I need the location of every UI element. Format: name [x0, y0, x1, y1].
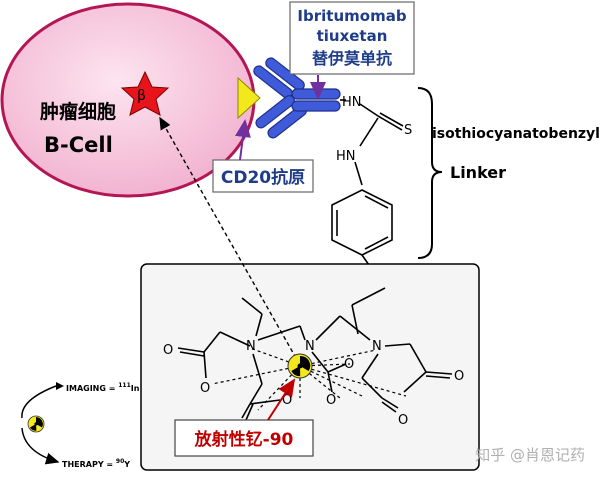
atom-o4: O	[282, 393, 292, 408]
atom-o1: O	[163, 343, 173, 358]
linker-group-label: isothiocyanatobenzyl	[432, 126, 600, 142]
therapy-label: THERAPY = 90Y	[62, 458, 130, 469]
imaging-label: IMAGING = 111In	[66, 382, 140, 393]
antibody-shape	[253, 57, 341, 139]
watermark: 知乎 @肖恩记药	[475, 446, 585, 464]
cd20-antigen-shape	[237, 76, 261, 120]
isotope-label-box: 放射性钇-90	[174, 419, 314, 457]
linker-brace	[417, 87, 443, 259]
linker-structure	[331, 99, 404, 289]
s-label: S	[404, 123, 412, 138]
isotope-label: 放射性钇-90	[194, 429, 294, 450]
beta-star-icon: β	[120, 70, 170, 116]
chelator-structure	[177, 287, 453, 421]
radioactive-metal-icon	[287, 353, 313, 379]
cd20-label-box: CD20抗原	[212, 159, 314, 193]
atom-o6: O	[326, 393, 336, 408]
antibody-name-line1: Ibritumomab	[297, 7, 406, 25]
cell-label-cn: 肿瘤细胞	[40, 100, 116, 123]
isotope-legend: IMAGING = 111In THERAPY = 90Y	[21, 382, 140, 469]
antibody-name-line2: tiuxetan	[317, 27, 388, 45]
atom-n3: N	[372, 339, 382, 354]
atom-o5: O	[344, 357, 354, 372]
atom-n4: N	[250, 357, 251, 359]
atom-o8: O	[398, 413, 408, 428]
antibody-label-box: Ibritumomab tiuxetan 替伊莫单抗	[289, 1, 415, 75]
atom-o7: O	[454, 369, 464, 384]
emission-arrow	[159, 116, 297, 359]
small-radiation-icon	[27, 415, 45, 433]
linker-label: Linker	[450, 163, 506, 182]
nh-bottom-label: HN	[336, 149, 356, 164]
cell-label-en: B-Cell	[44, 133, 113, 157]
atom-n2: N	[305, 339, 315, 354]
beta-label: β	[137, 88, 146, 104]
nh-top-label: HN	[342, 95, 362, 110]
cd20-label: CD20抗原	[221, 167, 305, 188]
atom-o2: O	[200, 381, 210, 396]
antibody-name-cn: 替伊莫单抗	[312, 49, 392, 68]
atom-n1: N	[246, 339, 256, 354]
